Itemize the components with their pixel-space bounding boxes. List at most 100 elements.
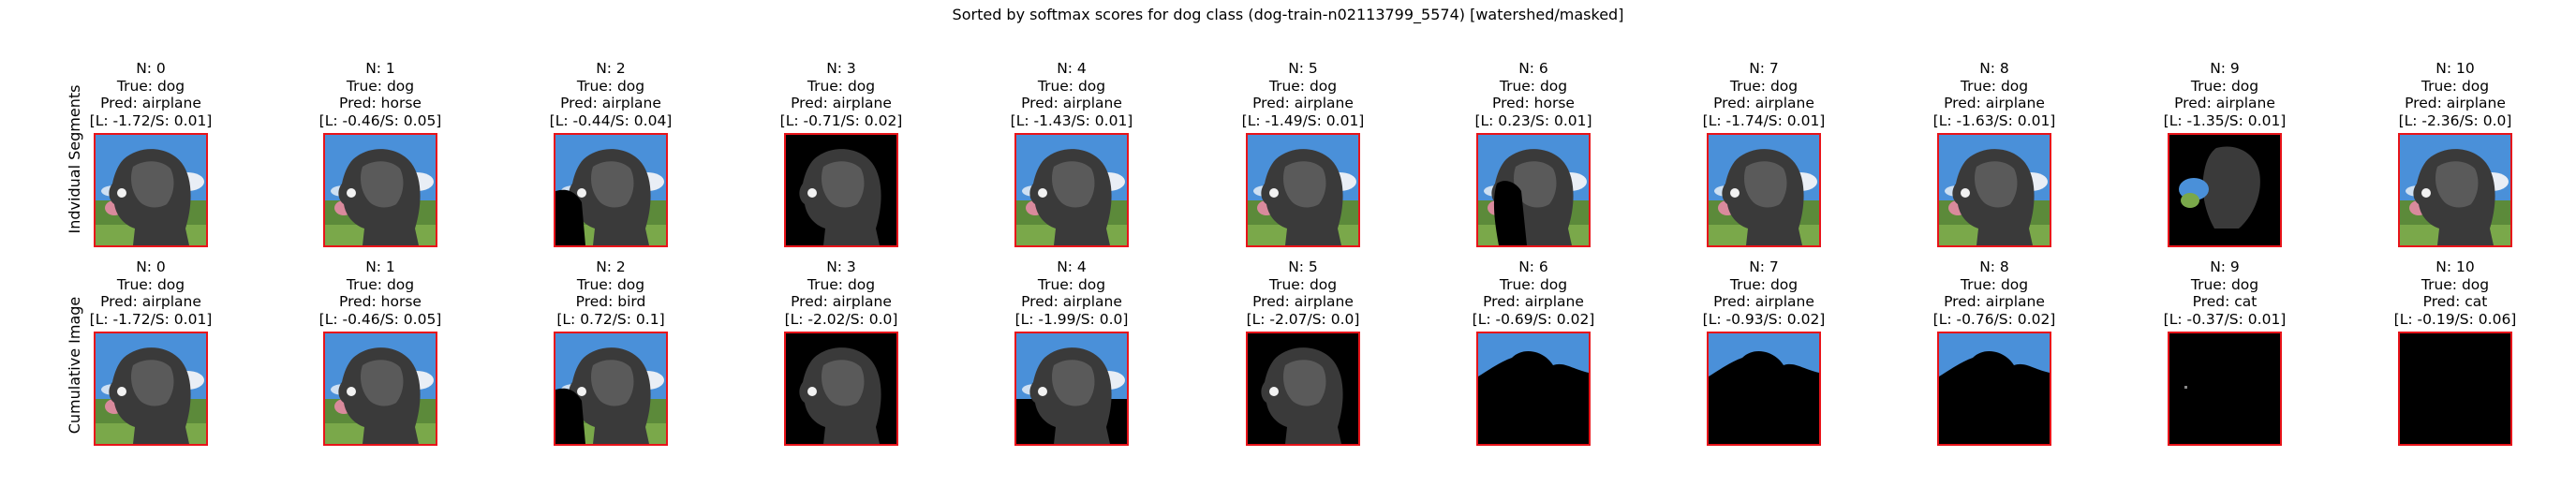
true-label: True: dog: [1268, 275, 1338, 293]
score-label: [L: -0.93/S: 0.02]: [1702, 310, 1826, 328]
segment-image: [325, 135, 436, 245]
segment-thumbnail: [554, 133, 668, 247]
score-label: [L: -1.49/S: 0.01]: [1241, 111, 1365, 129]
prediction-label: Pred: airplane: [100, 95, 201, 111]
segment-image: [2400, 333, 2510, 444]
segment-thumbnail: [784, 133, 898, 247]
segment-image: [1478, 333, 1589, 444]
true-label: True: dog: [116, 275, 185, 293]
true-label: True: dog: [116, 77, 185, 95]
prediction-label: Pred: airplane: [1713, 293, 1814, 310]
prediction-label: Pred: airplane: [791, 95, 892, 111]
score-label: [L: -0.46/S: 0.05]: [318, 111, 442, 129]
true-label: True: dog: [1499, 77, 1568, 95]
panel-index-label: N: 10: [2435, 258, 2475, 275]
true-label: True: dog: [1960, 77, 2029, 95]
segment-image: [1939, 135, 2050, 245]
true-label: True: dog: [576, 77, 645, 95]
prediction-label: Pred: horse: [1492, 95, 1575, 111]
segment-thumbnail: [1014, 332, 1129, 446]
true-label: True: dog: [2190, 77, 2259, 95]
prediction-label: Pred: airplane: [1944, 293, 2045, 310]
segment-image: [1016, 333, 1127, 444]
score-label: [L: -0.44/S: 0.04]: [549, 111, 673, 129]
panel-index-label: N: 3: [826, 60, 856, 77]
segment-image: [1248, 135, 1358, 245]
segment-image: [786, 333, 896, 444]
true-label: True: dog: [346, 77, 415, 95]
score-label: [L: -1.35/S: 0.01]: [2163, 111, 2287, 129]
segment-thumbnail: [1937, 332, 2051, 446]
score-label: [L: 0.23/S: 0.01]: [1474, 111, 1592, 129]
segment-thumbnail: [1937, 133, 2051, 247]
segment-thumbnail: [1246, 133, 1360, 247]
segment-thumbnail: [1246, 332, 1360, 446]
segment-image: [1939, 333, 2050, 444]
true-label: True: dog: [1729, 77, 1799, 95]
segment-thumbnail: [1476, 332, 1591, 446]
prediction-label: Pred: airplane: [1713, 95, 1814, 111]
prediction-label: Pred: horse: [339, 95, 422, 111]
prediction-label: Pred: airplane: [560, 95, 661, 111]
segment-thumbnail: [1476, 133, 1591, 247]
segment-thumbnail: [323, 332, 437, 446]
true-label: True: dog: [1037, 77, 1106, 95]
panel-index-label: N: 5: [1288, 258, 1318, 275]
panel-index-label: N: 2: [596, 60, 626, 77]
true-label: True: dog: [2421, 77, 2490, 95]
score-label: [L: -1.72/S: 0.01]: [89, 310, 213, 328]
panel-index-label: N: 2: [596, 258, 626, 275]
segment-image: [96, 333, 206, 444]
prediction-label: Pred: airplane: [1252, 293, 1354, 310]
panel-index-label: N: 8: [1979, 60, 2009, 77]
panel-index-label: N: 6: [1518, 60, 1548, 77]
true-label: True: dog: [807, 275, 876, 293]
true-label: True: dog: [346, 275, 415, 293]
score-label: [L: -0.71/S: 0.02]: [779, 111, 903, 129]
panel-index-label: N: 4: [1057, 60, 1087, 77]
segment-thumbnail: [2168, 133, 2282, 247]
segment-image: [96, 135, 206, 245]
panel-index-label: N: 0: [136, 60, 166, 77]
segment-thumbnail: [2398, 133, 2512, 247]
score-label: [L: -1.63/S: 0.01]: [1932, 111, 2056, 129]
true-label: True: dog: [1037, 275, 1106, 293]
prediction-label: Pred: airplane: [1021, 95, 1122, 111]
segment-thumbnail: [323, 133, 437, 247]
score-label: [L: 0.72/S: 0.1]: [556, 310, 665, 328]
segment-thumbnail: [94, 133, 208, 247]
prediction-label: Pred: airplane: [2405, 95, 2506, 111]
segment-image: [1248, 333, 1358, 444]
segment-thumbnail: [554, 332, 668, 446]
panel-index-label: N: 7: [1749, 60, 1779, 77]
score-label: [L: -0.37/S: 0.01]: [2163, 310, 2287, 328]
true-label: True: dog: [807, 77, 876, 95]
score-label: [L: -2.36/S: 0.0]: [2398, 111, 2512, 129]
score-label: [L: -2.07/S: 0.0]: [1246, 310, 1360, 328]
true-label: True: dog: [2421, 275, 2490, 293]
score-label: [L: -0.69/S: 0.02]: [1472, 310, 1595, 328]
segment-thumbnail: [94, 332, 208, 446]
score-label: [L: -0.76/S: 0.02]: [1932, 310, 2056, 328]
segment-image: [1016, 135, 1127, 245]
prediction-label: Pred: airplane: [1252, 95, 1354, 111]
